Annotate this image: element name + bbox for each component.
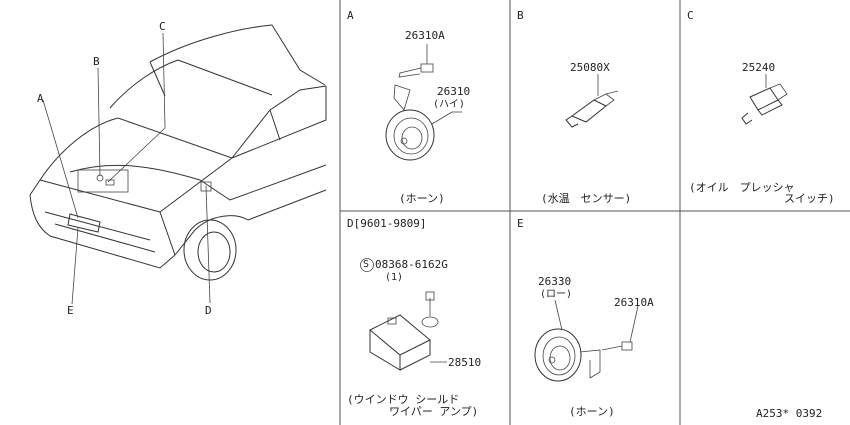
- panel-e-horn-part-number: 26330: [538, 275, 572, 288]
- horn-high-illustration: [385, 44, 462, 161]
- callout-d: D: [205, 304, 212, 317]
- panel-b-part-number: 25080X: [570, 61, 610, 74]
- panel-d-caption-line1: (ウインドウ シールド: [347, 393, 460, 406]
- panel-c-part-number: 25240: [742, 61, 776, 74]
- panel-a-letter: A: [347, 9, 354, 22]
- diagram-code: A253* 0392: [756, 407, 823, 420]
- panel-d-screw-qty: (1): [385, 272, 404, 283]
- panel-c-letter: C: [687, 9, 694, 22]
- panel-a-horn-note: (ハイ): [433, 99, 465, 110]
- callout-c: C: [159, 20, 166, 33]
- panel-d-screw-symbol: S: [363, 259, 370, 270]
- callout-e: E: [67, 304, 74, 317]
- horn-low-illustration: [534, 299, 639, 382]
- panel-a-horn-part-number: 26310: [437, 85, 471, 98]
- panel-c-caption-line2: スイッチ): [784, 192, 835, 205]
- panel-a-caption: (ホーン): [399, 192, 445, 205]
- oil-pressure-switch-illustration: [741, 74, 788, 125]
- panel-e-bolt-part-number: 26310A: [614, 296, 654, 309]
- callout-a: A: [37, 92, 44, 105]
- panel-a-bolt-part-number: 26310A: [405, 29, 445, 42]
- panel-c-caption-line1: (オイル プレッシャ: [689, 181, 795, 194]
- panel-b-letter: B: [517, 9, 524, 22]
- car-illustration: [29, 24, 327, 305]
- wiper-amp-relay-illustration: [360, 258, 447, 371]
- panel-d-relay-part-number: 28510: [448, 356, 482, 369]
- panel-e-horn-note: (ロー): [540, 289, 573, 300]
- panel-b-caption: (水温 センサー): [541, 192, 632, 205]
- panel-d-letter-range: D[9601-9809]: [347, 217, 427, 230]
- panel-grid: [339, 0, 850, 425]
- panel-d-screw-part-number: 08368-6162G: [375, 258, 448, 271]
- panel-e-caption: (ホーン): [569, 405, 615, 418]
- panel-d-caption-line2: ワイパー アンプ): [389, 405, 479, 418]
- water-temp-sensor-illustration: [565, 74, 619, 128]
- callout-b: B: [93, 55, 100, 68]
- panel-e-letter: E: [517, 217, 524, 230]
